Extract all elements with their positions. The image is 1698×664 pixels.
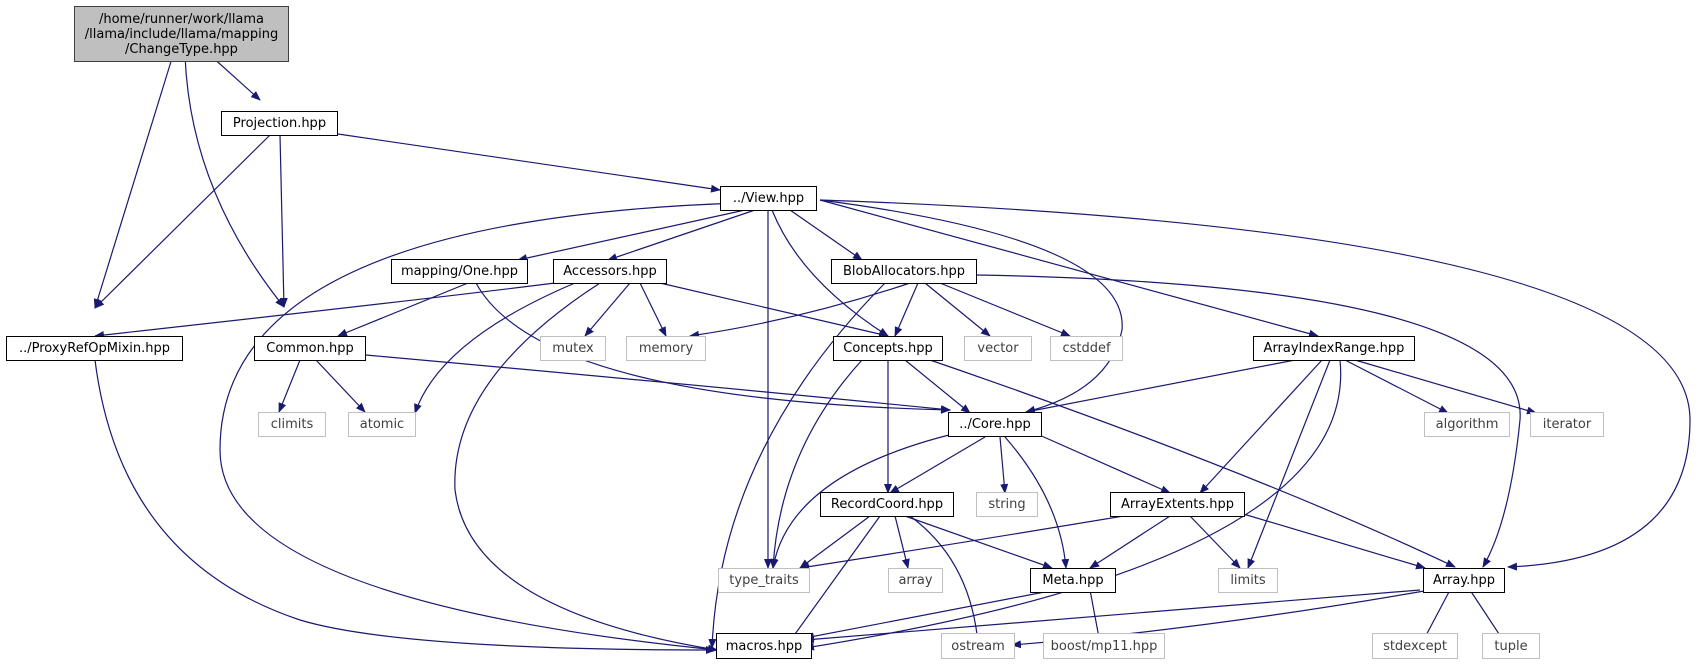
edge	[337, 133, 721, 193]
node-climits[interactable]: climits	[258, 412, 326, 437]
edge	[799, 509, 1161, 571]
node-label: /home/runner/work/llama	[98, 11, 265, 27]
edge	[475, 282, 951, 414]
edge	[278, 359, 301, 413]
edge	[784, 515, 881, 649]
node-memory[interactable]: memory	[626, 336, 706, 361]
edge	[279, 134, 288, 308]
edge	[607, 209, 756, 261]
edge	[584, 282, 631, 337]
edge	[771, 209, 889, 337]
edge	[939, 282, 1071, 337]
edge	[454, 282, 718, 653]
node-limits[interactable]: limits	[1218, 568, 1278, 593]
node-common[interactable]: Common.hpp	[254, 336, 366, 361]
edge	[894, 282, 919, 337]
edge	[639, 282, 667, 337]
node-string[interactable]: string	[976, 492, 1038, 517]
edge	[517, 209, 746, 262]
edge	[770, 429, 971, 569]
edge	[909, 515, 982, 644]
node-concepts[interactable]: Concepts.hpp	[833, 336, 943, 361]
node-mutex[interactable]: mutex	[540, 336, 606, 361]
node-array-hpp[interactable]: Array.hpp	[1423, 568, 1505, 593]
edge	[708, 282, 886, 649]
edge	[769, 359, 863, 569]
edge	[209, 54, 261, 101]
edge	[184, 54, 285, 308]
edge	[789, 209, 863, 261]
edge	[904, 515, 1053, 569]
edge	[804, 359, 1342, 651]
node-vector[interactable]: vector	[964, 336, 1032, 361]
node-array[interactable]: array	[888, 568, 943, 593]
node-cstddef[interactable]: cstddef	[1050, 336, 1123, 361]
edge	[1344, 359, 1449, 414]
node-label: /llama/include/llama/mapping	[84, 26, 279, 42]
edge	[1354, 359, 1537, 415]
edge	[1247, 359, 1331, 569]
edge	[819, 199, 1691, 571]
edge	[924, 282, 991, 337]
edge	[894, 515, 910, 569]
node-accessors[interactable]: Accessors.hpp	[553, 259, 667, 284]
node-projection[interactable]: Projection.hpp	[221, 111, 338, 136]
node-stdexcept[interactable]: stdexcept	[1372, 633, 1458, 659]
node-change-type[interactable]: /home/runner/work/llama /llama/include/l…	[74, 6, 289, 62]
node-label: /ChangeType.hpp	[125, 41, 238, 57]
node-type-traits[interactable]: type_traits	[718, 568, 810, 593]
node-algorithm[interactable]: algorithm	[1424, 412, 1510, 437]
edge	[929, 359, 1456, 568]
node-mapping-one[interactable]: mapping/One.hpp	[391, 259, 528, 284]
edge	[414, 282, 576, 414]
edge	[999, 436, 1009, 494]
node-core[interactable]: ../Core.hpp	[948, 412, 1042, 437]
node-iterator[interactable]: iterator	[1530, 412, 1604, 437]
node-tuple[interactable]: tuple	[1482, 633, 1540, 659]
edge	[819, 199, 1319, 338]
edge	[1189, 515, 1241, 569]
node-meta[interactable]: Meta.hpp	[1030, 568, 1116, 593]
edge	[315, 359, 366, 413]
node-view[interactable]: ../View.hpp	[720, 186, 817, 211]
edge	[337, 282, 469, 337]
node-array-index-range[interactable]: ArrayIndexRange.hpp	[1253, 336, 1415, 361]
node-proxy-ref-op-mixin[interactable]: ../ProxyRefOpMixin.hpp	[6, 336, 183, 361]
node-ostream[interactable]: ostream	[941, 633, 1015, 659]
edge	[1089, 515, 1171, 569]
node-macros[interactable]: macros.hpp	[716, 633, 812, 659]
node-record-coord[interactable]: RecordCoord.hpp	[820, 492, 954, 517]
edge	[1004, 436, 1070, 569]
node-blob-allocators[interactable]: BlobAllocators.hpp	[831, 259, 977, 284]
edge	[1027, 429, 1171, 494]
edge	[689, 282, 911, 339]
edge	[1229, 509, 1426, 570]
edge	[1199, 359, 1323, 494]
node-atomic[interactable]: atomic	[348, 412, 416, 437]
edge	[1025, 359, 1296, 415]
edge	[94, 134, 271, 309]
edge	[219, 202, 741, 654]
edge	[94, 359, 716, 654]
edge	[804, 589, 1056, 641]
edge	[93, 54, 174, 309]
node-array-extents[interactable]: ArrayExtents.hpp	[1110, 492, 1245, 517]
edge	[804, 589, 1421, 644]
edge	[94, 282, 556, 339]
edge	[976, 274, 1521, 568]
edge	[904, 359, 971, 414]
edge	[799, 515, 871, 569]
edge	[819, 199, 1123, 414]
node-boost-mp11[interactable]: boost/mp11.hpp	[1043, 633, 1165, 659]
edge	[889, 436, 986, 494]
edge	[659, 282, 889, 338]
edge	[365, 354, 951, 414]
